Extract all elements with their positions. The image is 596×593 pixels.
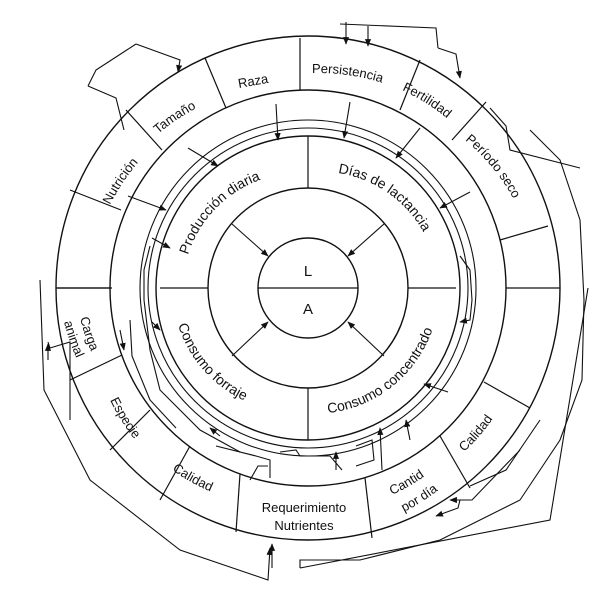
label-tamano: Tamaño [150,98,197,137]
center-label-bottom: A [303,301,313,318]
center-arrows [231,223,385,357]
label-calidad-concentrado: Calidad [456,412,496,454]
feedback-loops [39,22,589,581]
label-persistencia: Persistencia [312,61,386,86]
label-requerimiento: Requerimiento [262,500,347,515]
label-consumo-forraje: Consumo forraje [175,321,250,404]
label-fertilidad: Fertilidad [401,79,455,121]
outer-to-middle-arrows [127,101,471,471]
label-consumo-concentrado: Consumo concentrado [326,325,435,416]
center-label-top: L [304,263,312,280]
label-raza: Raza [237,71,270,91]
label-dias-lactancia: Días de lactancia [337,160,434,234]
label-calidad-forraje: Calidad [170,460,215,494]
ring-middle-b [147,127,469,449]
horizontal-dividers [56,136,560,440]
label-periodo-seco: Período seco [463,131,524,200]
label-nutrientes: Nutrientes [274,518,334,533]
middle-band-loops [119,237,473,481]
outer-sector-lines [57,38,549,539]
